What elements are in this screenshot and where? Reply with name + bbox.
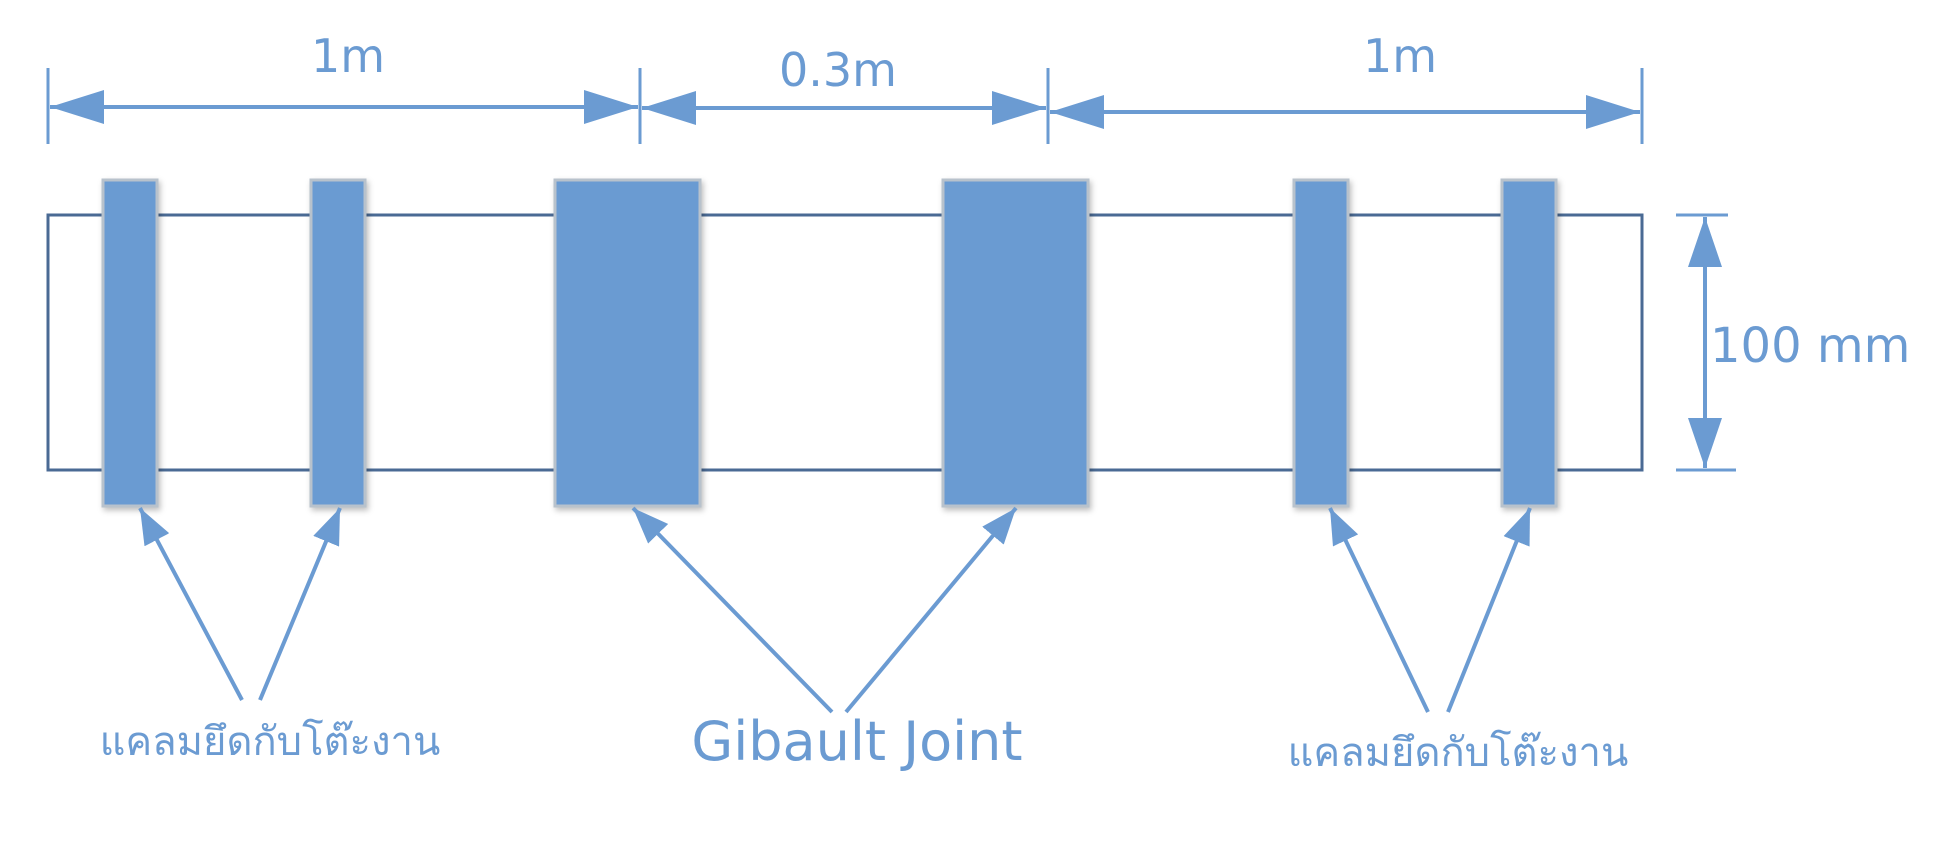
left-clamp-block-1 [101,178,159,508]
dim-label-left: 1m [311,29,385,83]
right-clamp-block-1 [1292,178,1350,508]
pipe-outline [46,213,1644,472]
right-clamp-block-2 [1500,178,1558,508]
joint-block-right [941,178,1090,508]
dimension-arrows [50,90,1722,468]
extension-lines [46,68,1736,472]
pointer-joint-2 [844,506,1018,714]
pointer-left-1 [138,507,244,701]
joint-label: Gibault Joint [691,710,1022,773]
joint-block-left [553,178,702,508]
left-clamp-block-2 [309,178,367,508]
pointer-right-1 [1328,507,1430,713]
pointer-joint-1 [631,506,834,714]
blocks [101,178,1558,508]
pointer-right-2 [1446,507,1532,713]
pointer-left-2 [258,507,342,701]
dim-label-middle: 0.3m [779,43,897,97]
right-clamp-label: แคลมยึดกับโต๊ะงาน [1288,730,1629,776]
dim-label-right: 1m [1363,29,1437,83]
dim-label-height: 100 mm [1710,318,1910,374]
left-clamp-label: แคลมยึดกับโต๊ะงาน [100,719,441,765]
pointer-arrows [138,506,1532,714]
